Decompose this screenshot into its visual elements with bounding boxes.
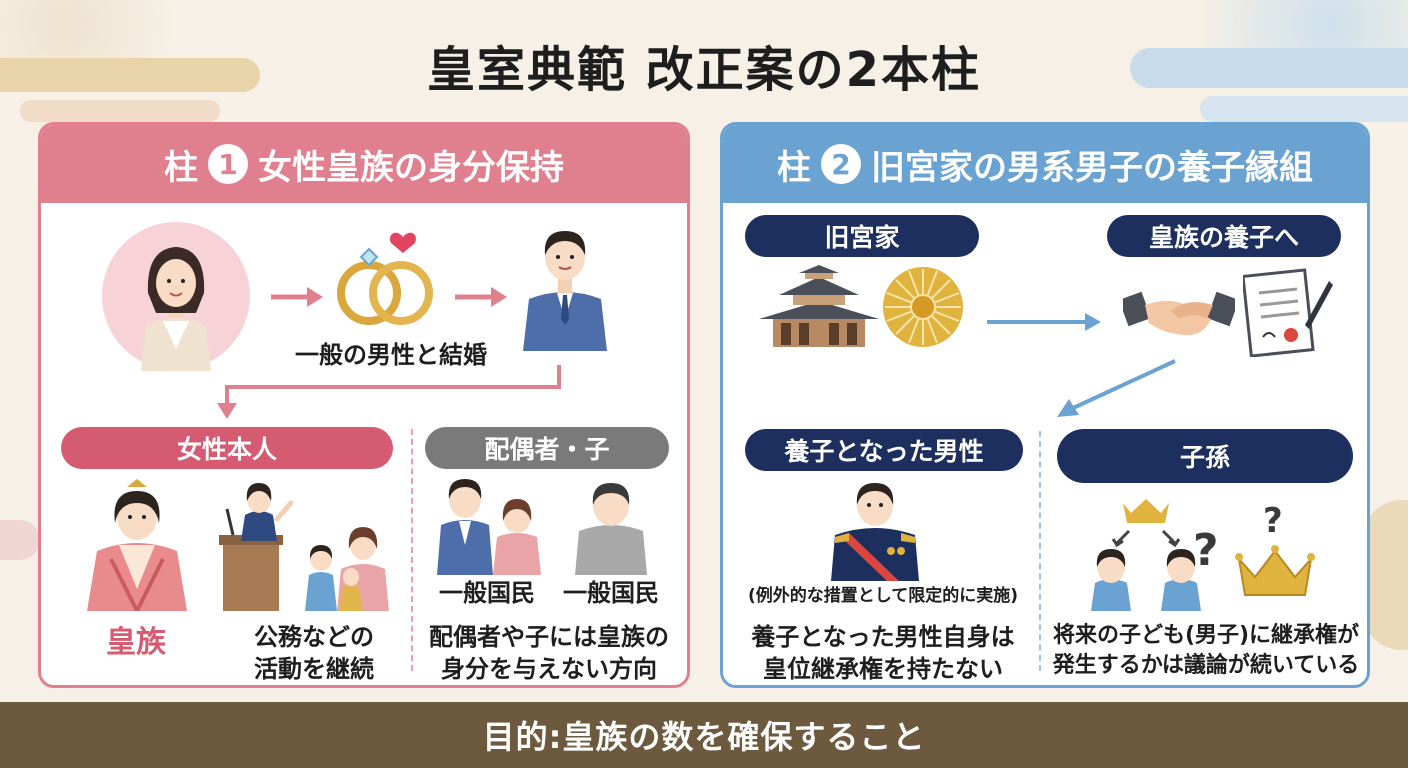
descendants-note: 将来の子ども(男子)に継承権が 発生するかは議論が続いている	[1049, 621, 1363, 680]
pillar1-prefix: 柱	[164, 147, 198, 188]
contract-document-icon	[1243, 268, 1333, 357]
bg-pattern-left	[0, 0, 220, 60]
arrow-right-icon	[987, 313, 1101, 331]
marriage-label: 一般の男性と結婚	[295, 341, 487, 369]
question-mark-1: ?	[1193, 525, 1219, 576]
man-icon	[523, 231, 607, 351]
divider	[411, 429, 413, 671]
page-title: 皇室典範 改正案の2本柱	[426, 42, 982, 98]
handshake-icon	[1123, 291, 1235, 336]
connector-arrow	[217, 365, 561, 419]
chrysanthemum-crest-icon	[883, 267, 963, 347]
descendants-note-line-1: 将来の子ども(男子)に継承権が	[1052, 623, 1360, 648]
children-with-crown-icon	[1091, 499, 1201, 611]
duty-label-line-1: 公務などの	[254, 623, 374, 651]
pillar1-title: 女性皇族の身分保持	[258, 147, 564, 188]
woman-icon	[102, 222, 250, 371]
pillar1-number: 1	[208, 144, 248, 184]
duty-label-line-2: 活動を継続	[254, 655, 374, 684]
pillar2-header: 柱 2 旧宮家の男系男子の養子縁組	[723, 125, 1367, 203]
citizen-label-1: 一般国民	[439, 579, 535, 607]
crown-icon	[1235, 545, 1315, 596]
pillar2-prefix: 柱	[777, 147, 811, 188]
pillar1-header: 柱 1 女性皇族の身分保持	[41, 125, 687, 203]
adopted-note: 養子となった男性自身は 皇位継承権を持たない	[733, 621, 1033, 685]
descendants-note-line-2: 発生するかは議論が続いている	[1052, 652, 1360, 678]
bg-cloud	[0, 58, 260, 92]
adopted-note-line-1: 養子となった男性自身は	[751, 623, 1015, 651]
wedding-rings-icon	[337, 232, 433, 325]
bg-cloud	[1130, 48, 1408, 88]
arrow-down-left-icon	[1057, 359, 1176, 417]
question-mark-2: ?	[1263, 501, 1283, 541]
woman-pill: 女性本人	[61, 427, 393, 469]
spouse-note-line-2: 身分を与えない方向	[441, 655, 657, 684]
uniformed-man-icon	[831, 483, 919, 581]
princess-icon	[87, 479, 187, 611]
palace-icon	[759, 265, 879, 347]
footer-purpose: 目的:皇族の数を確保すること	[0, 702, 1408, 768]
adopted-man-pill: 養子となった男性	[745, 429, 1023, 471]
divider	[1039, 431, 1041, 671]
exception-note: (例外的な措置として限定的に実施)	[747, 586, 1019, 606]
pillar2-number: 2	[821, 144, 861, 184]
citizen-label-2: 一般国民	[563, 579, 659, 607]
adopted-note-line-2: 皇位継承権を持たない	[763, 655, 1003, 684]
bg-cloud	[0, 520, 40, 560]
former-house-pill: 旧宮家	[745, 215, 979, 257]
pillar1-panel: 柱 1 女性皇族の身分保持 一般	[38, 122, 690, 688]
arrow-right-icon	[271, 287, 323, 307]
adoption-pill: 皇族の養子へ	[1107, 215, 1341, 257]
bg-cloud	[1200, 96, 1408, 122]
descendants-pill: 子孫	[1057, 429, 1353, 483]
pillar2-title: 旧宮家の男系男子の養子縁組	[871, 147, 1313, 188]
bg-cloud	[20, 100, 220, 122]
spouse-icon	[437, 479, 541, 575]
child-icon	[575, 483, 647, 575]
pillar2-panel: 柱 2 旧宮家の男系男子の養子縁組 旧宮家 皇族の養子へ	[720, 122, 1370, 688]
duty-label: 公務などの 活動を継続	[225, 621, 403, 685]
arrow-right-icon	[455, 287, 507, 307]
spouse-pill: 配偶者・子	[425, 427, 669, 469]
spouse-note: 配偶者や子には皇族の 身分を与えない方向	[421, 621, 677, 685]
royal-label: 皇族	[106, 625, 166, 660]
public-duty-icon	[219, 483, 389, 611]
spouse-note-line-1: 配偶者や子には皇族の	[429, 623, 669, 651]
